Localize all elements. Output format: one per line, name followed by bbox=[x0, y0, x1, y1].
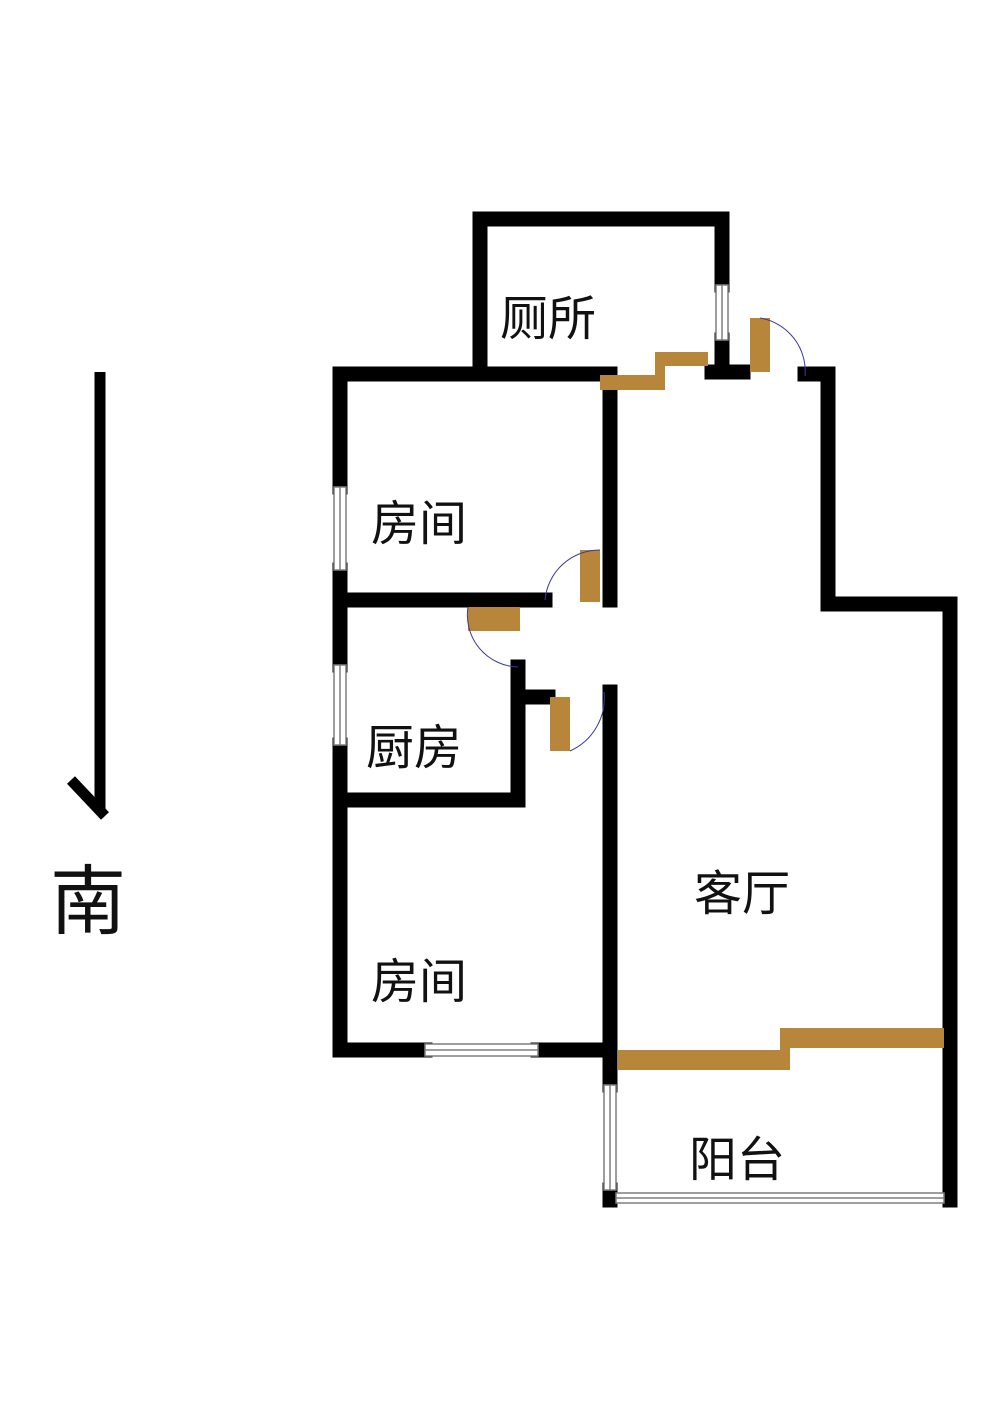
room-label-kitchen: 厨房 bbox=[366, 720, 462, 776]
door-balcony-sliding bbox=[618, 1028, 944, 1070]
room-labels: 厕所 房间 厨房 房间 客厅 阳台 bbox=[366, 291, 790, 1188]
room-label-bedroom-south: 房间 bbox=[371, 954, 467, 1010]
compass: 南 bbox=[50, 372, 126, 946]
wall-toilet bbox=[472, 211, 730, 375]
door-toilet-sliding bbox=[600, 352, 708, 390]
door-bedroom-north-arc bbox=[544, 549, 601, 601]
door-bedroom-north-panel bbox=[580, 550, 600, 602]
room-label-living-room: 客厅 bbox=[694, 866, 790, 922]
door-entry-arc bbox=[759, 317, 806, 377]
door-kitchen-panel bbox=[468, 607, 520, 631]
compass-label-south: 南 bbox=[50, 857, 126, 946]
wall-living-east bbox=[797, 366, 958, 1208]
wall-kitchen-south-east bbox=[332, 659, 526, 808]
walls bbox=[332, 211, 958, 1208]
door-entry-panel bbox=[750, 318, 770, 372]
windows bbox=[333, 284, 945, 1204]
room-label-balcony: 阳台 bbox=[689, 1132, 785, 1188]
wall-bedroom-north-outer bbox=[332, 366, 618, 495]
door-bedroom-south-arc bbox=[569, 691, 605, 752]
door-bedroom-south-panel bbox=[550, 697, 570, 751]
doors bbox=[466, 317, 944, 1070]
room-label-toilet: 厕所 bbox=[500, 291, 596, 347]
arrow-head-stroke bbox=[67, 776, 109, 820]
door-kitchen-arc bbox=[466, 606, 519, 668]
room-label-bedroom-north: 房间 bbox=[371, 496, 467, 552]
